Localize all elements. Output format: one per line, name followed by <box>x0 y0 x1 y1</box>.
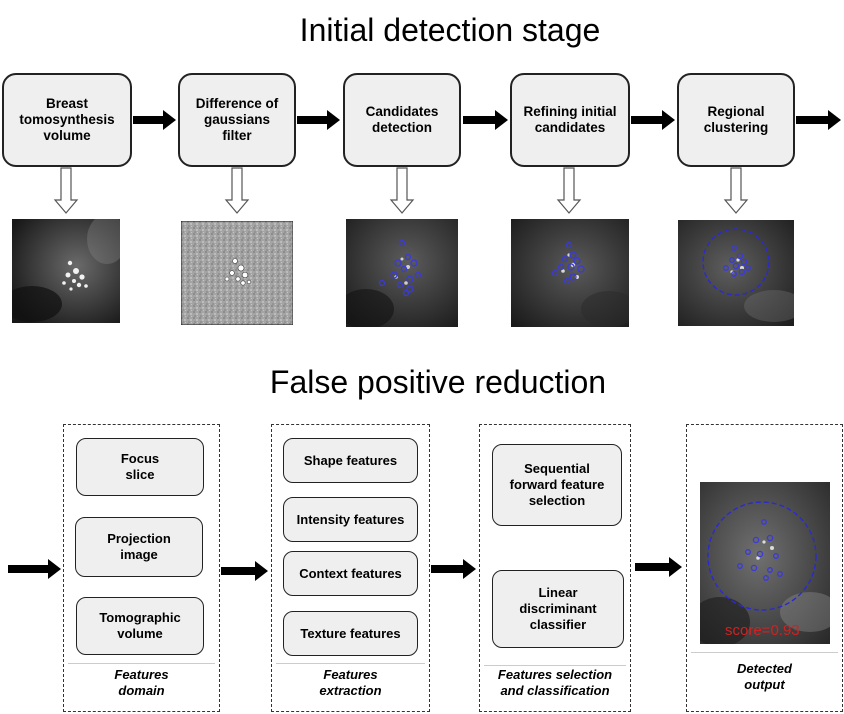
image-detected-output <box>700 482 830 644</box>
image-breast-volume <box>12 219 120 323</box>
group-features-extraction <box>271 424 430 712</box>
arrow-down-5 <box>723 167 749 214</box>
separator-domain <box>68 663 215 664</box>
step-refining-initial-candidates: Refining initial candidates <box>510 73 630 167</box>
selection-linear-discriminant: Linear discriminant classifier <box>492 570 624 648</box>
arrow-right-4 <box>631 110 675 130</box>
extraction-intensity-features: Intensity features <box>283 497 418 542</box>
extraction-context-features: Context features <box>283 551 418 596</box>
image-candidates-detection <box>346 219 458 327</box>
step-regional-clustering: Regional clustering <box>677 73 795 167</box>
score-label: score=0.93 <box>725 622 800 639</box>
arrow-right-2 <box>297 110 340 130</box>
arrow-down-4 <box>556 167 582 214</box>
group-features-selection <box>479 424 631 712</box>
extraction-shape-features: Shape features <box>283 438 418 483</box>
arrow-down-3 <box>389 167 415 214</box>
arrow-into-features-domain <box>8 559 61 579</box>
separator-selection <box>484 665 626 666</box>
separator-output <box>691 652 838 653</box>
stage1-title: Initial detection stage <box>299 12 601 48</box>
separator-extraction <box>276 663 425 664</box>
caption-features-selection: Features selection and classification <box>497 667 613 698</box>
caption-features-extraction: Features extraction <box>319 667 382 698</box>
arrow-domain-to-extraction <box>221 561 268 581</box>
arrow-down-2 <box>224 167 250 214</box>
selection-sequential-forward: Sequential forward feature selection <box>492 444 622 526</box>
domain-tomographic-volume: Tomographic volume <box>76 597 204 655</box>
arrow-selection-to-output <box>635 557 682 577</box>
caption-detected-output: Detected output <box>737 661 792 692</box>
domain-focus-slice: Focus slice <box>76 438 204 496</box>
caption-features-domain: Features domain <box>114 667 169 698</box>
domain-projection-image: Projection image <box>75 517 203 577</box>
group-features-domain <box>63 424 220 712</box>
image-refined-candidates <box>511 219 629 327</box>
arrow-right-5 <box>796 110 841 130</box>
arrow-extraction-to-selection <box>431 559 476 579</box>
arrow-right-3 <box>463 110 508 130</box>
image-dog-filter <box>181 221 293 325</box>
stage2-title: False positive reduction <box>269 364 607 400</box>
arrow-right-1 <box>133 110 176 130</box>
image-regional-clustering <box>678 220 794 326</box>
step-difference-of-gaussians-filter: Difference of gaussians filter <box>178 73 296 167</box>
step-breast-tomosynthesis-volume: Breast tomosynthesis volume <box>2 73 132 167</box>
group-detected-output <box>686 424 843 712</box>
arrow-down-1 <box>53 167 79 214</box>
step-candidates-detection: Candidates detection <box>343 73 461 167</box>
extraction-texture-features: Texture features <box>283 611 418 656</box>
